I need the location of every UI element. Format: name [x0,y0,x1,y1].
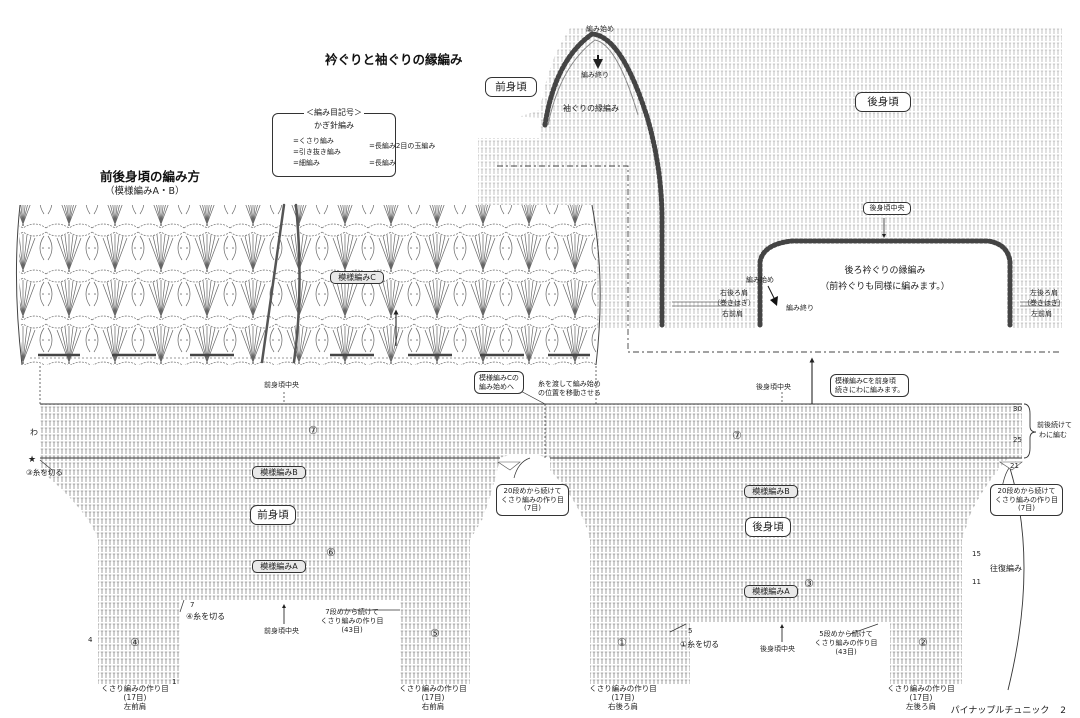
back-and-forth-label: 往復編み [990,564,1022,573]
legend-item-double: =長編み [369,159,396,167]
note-c-continue: 模様編みCを前身頃 続きにわに編みます。 [830,374,910,397]
note-c-start: 模様編みCの 編み始めへ [474,371,524,394]
pattern-b-back: 模様編みB [744,485,798,498]
base-right-back-1: くさり編みの作り目 [589,684,657,693]
base-left-back-1: くさり編みの作り目 [887,684,955,693]
base-right-back-2: (17目) [611,693,635,702]
left-shoulder-top: 左後ろ肩 [1030,289,1058,297]
page-footer: パイナップルチュニック 2 [951,703,1066,716]
note-7-line1: 7段めから続けて [325,608,379,616]
top-back-label: 後身頃 [855,92,911,112]
right-shoulder-bot: 右前肩 [722,310,743,318]
neck-start-label: 編み始め [746,276,774,284]
row-num-5: 5 [688,627,693,635]
legend-item-slip: =引き抜き編み [293,148,341,156]
neck-edge [757,238,1013,328]
back-center-label: 後身頃中央 [756,383,791,391]
neck-end-label: 編み終り [786,304,814,312]
note-5-line1: 5段めから続けて [819,630,873,638]
legend-header: ＜編み目記号＞ [304,108,364,117]
round-note-line1: 前後続けて [1037,421,1072,429]
row-num-1: 1 [172,678,177,686]
base-left-back-3: 左後ろ肩 [906,702,936,711]
right-shoulder-mid: （巻きはぎ） [713,299,755,307]
round-label: わ [30,428,38,437]
main-title: 前後身頃の編み方 [100,169,201,184]
front-body-box: 前身頃 [250,505,296,525]
base-right-front-1: くさり編みの作り目 [399,684,467,693]
circle-3: ③ [804,577,814,590]
legend-item-bobble: =長編み2目の玉編み [369,142,436,150]
base-left-front-2: (17目) [123,693,147,702]
note-5-line3: (43目) [835,648,857,656]
note-5-line2: くさり編みの作り目 [814,639,878,647]
armhole-edge [542,31,665,328]
circle-5: ⑤ [430,627,440,640]
sleeve-edge-label: 袖ぐりの縁編み [563,104,619,113]
right-shoulder-top: 右後ろ肩 [720,289,748,297]
row-num-7: 7 [190,601,195,609]
neck-edge-line2: （前衿ぐりも同様に編みます。） [820,282,950,292]
legend-item-single: =細編み [293,159,320,167]
note-move-line1: 糸を渡して編み始め [538,380,601,388]
row-num-11: 11 [972,578,981,586]
footer-text: パイナップルチュニック [950,706,1050,716]
neck-edge-line1: 後ろ衿ぐりの縁編み [844,266,926,276]
circle-7-front: ⑦ [308,424,318,437]
legend-subheader: かぎ針編み [314,121,354,130]
base-left-front-1: くさり編みの作り目 [101,684,169,693]
armhole-end-label: 編み終り [581,71,609,79]
lace-yoke [15,203,601,366]
front-center-bottom: 前身頃中央 [264,627,299,635]
pattern-a-back: 模様編みA [744,585,798,598]
circle-4: ④ [130,636,140,649]
circle-1: ① [617,636,627,649]
cut-3-label: ③糸を切る [26,468,63,477]
neck-armhole-title: 衿ぐりと袖ぐりの縁編み [325,52,463,67]
row-num-30: 30 [1013,405,1022,413]
cut-1-label: ①糸を切る [680,640,720,649]
base-right-front-3: 右前肩 [421,702,445,711]
pattern-b-front: 模様編みB [252,466,306,479]
footer-page: 2 [1060,706,1066,716]
circle-2: ② [918,636,928,649]
pattern-a-front: 模様編みA [252,560,306,573]
armhole-start-label: 編み始め [586,25,614,33]
row-num-4: 4 [88,636,93,644]
row-num-25: 25 [1013,436,1022,444]
row-num-21: 21 [1010,462,1019,470]
base-left-back-2: (17目) [909,693,933,702]
row-num-15: 15 [972,550,981,558]
circle-7-back: ⑦ [732,429,742,442]
base-right-front-2: (17目) [421,693,445,702]
note-move-line2: の位置を移動させる [538,389,601,397]
note-7-line3: (43目) [341,626,363,634]
note-7-line2: くさり編みの作り目 [320,617,384,625]
top-front-label: 前身頃 [485,77,537,97]
stitch-legend: ＜編み目記号＞ かぎ針編み =くさり編み =引き抜き編み =細編み =長編み2目… [272,108,435,177]
circle-6: ⑥ [326,546,336,559]
legend-item-chain: =くさり編み [293,137,334,145]
round-note-line2: わに編む [1039,431,1067,439]
front-center-label: 前身頃中央 [264,381,299,389]
pattern-c-box: 模様編みC [330,271,384,284]
base-right-back-3: 右後ろ肩 [608,702,638,711]
note-20-front: 20段めから続けて くさり編みの作り目 (7目) [496,484,569,516]
left-shoulder-bot: 左前肩 [1031,310,1052,318]
center-back-box: 後身頃中央 [863,202,911,215]
note-20-back: 20段めから続けて くさり編みの作り目 (7目) [990,484,1063,516]
svg-text:★: ★ [28,455,36,465]
back-center-bottom: 後身頃中央 [760,645,795,653]
cut-4-label: ④糸を切る [186,612,226,621]
left-shoulder-mid: （巻きはぎ） [1023,299,1065,307]
main-subtitle: （模様編みA・B） [105,186,185,197]
base-left-front-3: 左前肩 [123,702,147,711]
back-body-box: 後身頃 [745,517,791,537]
